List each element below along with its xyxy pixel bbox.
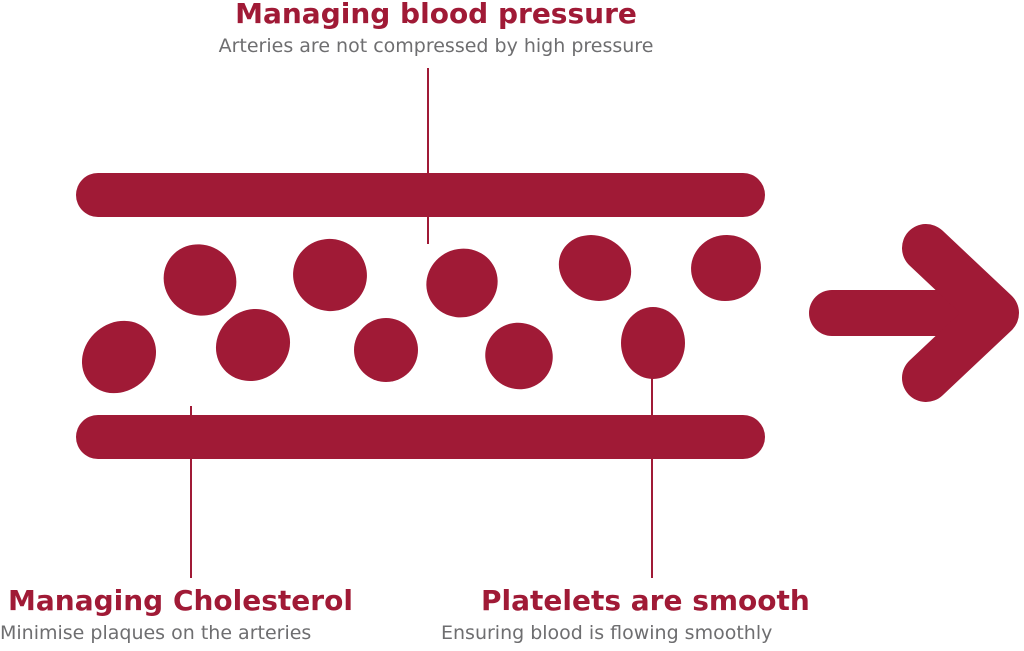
blood-cell [426,248,498,318]
blood-pressure-subtitle: Arteries are not compressed by high pres… [218,35,654,57]
platelets-title: Platelets are smooth [481,584,810,617]
blood-cell [354,318,418,382]
blood-cell [691,234,761,302]
blood-cell [485,322,553,390]
cholesterol-title: Managing Cholesterol [8,584,353,617]
platelets-subtitle: Ensuring blood is flowing smoothly [441,622,773,644]
artery-wall-bottom [76,415,765,459]
cholesterol-subtitle: Minimise plaques on the arteries [0,622,312,644]
blood-cell [293,238,367,312]
blood-cell [621,307,685,379]
blood-cell [558,235,632,301]
blood-cell [163,244,237,316]
blood-cell [215,308,291,382]
blood-cell [81,320,157,394]
blood-pressure-title: Managing blood pressure [235,0,637,30]
flow-arrow-icon [809,224,1019,402]
artery-wall-top [76,173,765,217]
